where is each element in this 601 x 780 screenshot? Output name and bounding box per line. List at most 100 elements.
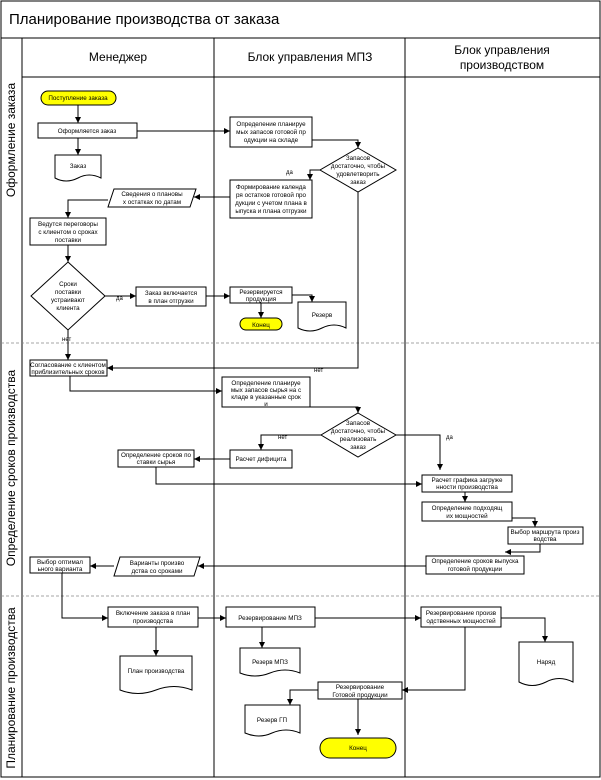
svg-text:Резерв МПЗ: Резерв МПЗ: [252, 659, 288, 666]
svg-text:Готовой продукции: Готовой продукции: [332, 691, 388, 699]
reserve-gp-document: Резерв ГП: [244, 704, 301, 737]
svg-text:Резервирование произв: Резервирование произв: [426, 610, 497, 617]
svg-text:Согласование с клиентом: Согласование с клиентом: [30, 362, 106, 369]
svg-text:ыпуска и плана отгрузки: ыпуска и плана отгрузки: [235, 208, 307, 215]
reserve-mpz-step: Резервирование МПЗ: [225, 606, 316, 628]
svg-text:ставки сырья: ставки сырья: [137, 459, 176, 466]
svg-text:Определение планируе: Определение планируе: [231, 380, 301, 387]
svg-text:х остатках по датам: х остатках по датам: [123, 199, 181, 206]
svg-text:Включение заказа в план: Включение заказа в план: [116, 610, 191, 617]
svg-text:в план отгрузки: в план отгрузки: [148, 298, 194, 305]
stock-plan-step: Определение планируе мых запасов готовой…: [229, 116, 313, 148]
svg-text:Сроки: Сроки: [59, 281, 77, 288]
best-variant-step: Выбор оптимал ьного варианта: [29, 556, 91, 574]
reserve-mpz-document: Резерв МПЗ: [239, 647, 301, 677]
capacity-step: Определение подходящ их мощностей: [421, 501, 513, 522]
svg-text:Определение сроков по: Определение сроков по: [121, 452, 192, 459]
page-title: Планирование производства от заказа: [9, 11, 280, 28]
negotiation-step: Ведутся переговоры с клиентом о сроках п…: [29, 217, 107, 246]
svg-text:нности производства: нности производства: [436, 484, 498, 491]
stock-enough2-decision: Запасов достаточно, чтобы реализовать за…: [320, 412, 397, 458]
svg-text:готовой продукции: готовой продукции: [448, 565, 503, 573]
deficit-step: Расчет дифицита: [229, 449, 293, 469]
route-step: Выбор маршрута произ водства: [507, 526, 584, 545]
svg-text:Сведения о плановы: Сведения о плановы: [121, 191, 183, 198]
svg-text:Резерв: Резерв: [312, 312, 333, 319]
svg-text:Заказ включается: Заказ включается: [145, 290, 197, 297]
svg-text:Резерв ГП: Резерв ГП: [257, 717, 288, 724]
svg-text:одукции на складе: одукции на складе: [244, 137, 299, 144]
order-form-step: Оформляется заказ: [37, 122, 138, 139]
svg-text:заказ: заказ: [350, 444, 366, 451]
svg-text:Определение планируе: Определение планируе: [236, 121, 306, 128]
svg-text:поставки: поставки: [55, 289, 81, 296]
svg-text:с клиентом о сроках: с клиентом о сроках: [38, 229, 98, 236]
svg-text:Конец: Конец: [349, 745, 367, 752]
svg-text:Расчет графика загруже: Расчет графика загруже: [432, 477, 503, 484]
svg-text:поставки: поставки: [55, 237, 81, 244]
svg-text:Ведутся переговоры: Ведутся переговоры: [38, 221, 98, 228]
edge-label-no-3: нет: [278, 435, 287, 441]
svg-text:реализовать: реализовать: [340, 436, 378, 443]
svg-text:дукции с учетом плана в: дукции с учетом плана в: [235, 200, 307, 207]
svg-text:клиента: клиента: [56, 305, 80, 312]
phase-label-planning: Планирование производства: [4, 607, 18, 769]
raw-terms-step: Определение сроков по ставки сырья: [117, 449, 195, 468]
svg-text:мых запасов готовой пр: мых запасов готовой пр: [236, 128, 306, 136]
edge-label-yes-1: да: [286, 170, 294, 176]
svg-text:Резервирование МПЗ: Резервирование МПЗ: [238, 615, 302, 622]
svg-text:План производства: План производства: [128, 668, 185, 675]
svg-text:продукция: продукция: [246, 296, 276, 303]
stock-info-data: Сведения о плановы х остатках по датам: [107, 188, 197, 208]
svg-text:одственных мощностей: одственных мощностей: [426, 617, 496, 625]
connectors: [61, 105, 548, 735]
svg-text:кладе в указанные срок: кладе в указанные срок: [231, 394, 301, 401]
svg-text:Резервирование: Резервирование: [336, 684, 385, 691]
include-plan-step: Включение заказа в план производства: [107, 606, 199, 628]
svg-text:Расчет дифицита: Расчет дифицита: [235, 456, 287, 463]
phase-label-order: Оформление заказа: [4, 83, 18, 198]
variants-data: Варианты произво дства со сроками: [113, 556, 201, 577]
approve-dates-step: Согласование с клиентом приблизительных …: [29, 359, 108, 377]
svg-text:мых запасов сырья на с: мых запасов сырья на с: [231, 387, 301, 394]
reserve-document: Резерв: [297, 301, 347, 332]
edge-label-yes-2: да: [116, 296, 124, 302]
svg-text:ьного варианта: ьного варианта: [38, 566, 83, 573]
stock-enough-decision: Запасов достаточно, чтобы удовлетворить …: [319, 147, 397, 193]
svg-text:их мощностей: их мощностей: [446, 512, 488, 520]
svg-text:устраивают: устраивают: [51, 297, 85, 304]
shipment-plan-step: Заказ включается в план отгрузки: [135, 286, 207, 307]
terms-ok-decision: Сроки поставки устраивают клиента: [30, 261, 106, 331]
lane-header-production-1: Блок управления: [454, 43, 550, 57]
svg-text:удовлетворить: удовлетворить: [336, 171, 380, 178]
svg-text:Выбор оптимал: Выбор оптимал: [37, 558, 83, 566]
svg-text:и: и: [264, 401, 268, 408]
edge-label-no-2: нет: [314, 368, 323, 374]
lane-header-mpz: Блок управления МПЗ: [248, 50, 373, 64]
svg-text:Определение сроков выпуска: Определение сроков выпуска: [431, 558, 519, 565]
phase-label-dates: Определение сроков производства: [4, 369, 18, 566]
svg-text:Формирование календа: Формирование календа: [236, 184, 306, 191]
svg-text:заказ: заказ: [350, 179, 366, 186]
svg-text:Определение подходящ: Определение подходящ: [432, 505, 504, 512]
svg-text:достаточно, чтобы: достаточно, чтобы: [331, 162, 386, 170]
svg-text:Запасов: Запасов: [346, 420, 371, 427]
svg-text:Конец: Конец: [252, 322, 270, 329]
end-terminal-1: Конец: [239, 317, 283, 331]
release-terms-step: Определение сроков выпуска готовой проду…: [425, 555, 525, 575]
edge-label-no-1: нет: [62, 337, 71, 343]
calendar-step: Формирование календа ря остатков готовой…: [229, 179, 313, 219]
end-terminal-2: Конец: [319, 737, 397, 759]
reserve-capacity-step: Резервирование произв одственных мощност…: [420, 606, 502, 628]
reserve-product-step: Резервируется продукция: [229, 286, 293, 304]
svg-text:достаточно, чтобы: достаточно, чтобы: [331, 427, 386, 435]
svg-text:Резервируется: Резервируется: [239, 289, 282, 296]
edge-label-yes-3: да: [446, 435, 454, 441]
svg-text:Варианты произво: Варианты произво: [130, 560, 185, 567]
svg-text:Заказ: Заказ: [70, 163, 87, 170]
svg-text:Поступление заказа: Поступление заказа: [48, 95, 108, 102]
work-order-document: Наряд: [518, 641, 574, 686]
svg-text:Выбор маршрута произ: Выбор маршрута произ: [511, 528, 580, 536]
svg-text:Запасов: Запасов: [346, 155, 371, 162]
